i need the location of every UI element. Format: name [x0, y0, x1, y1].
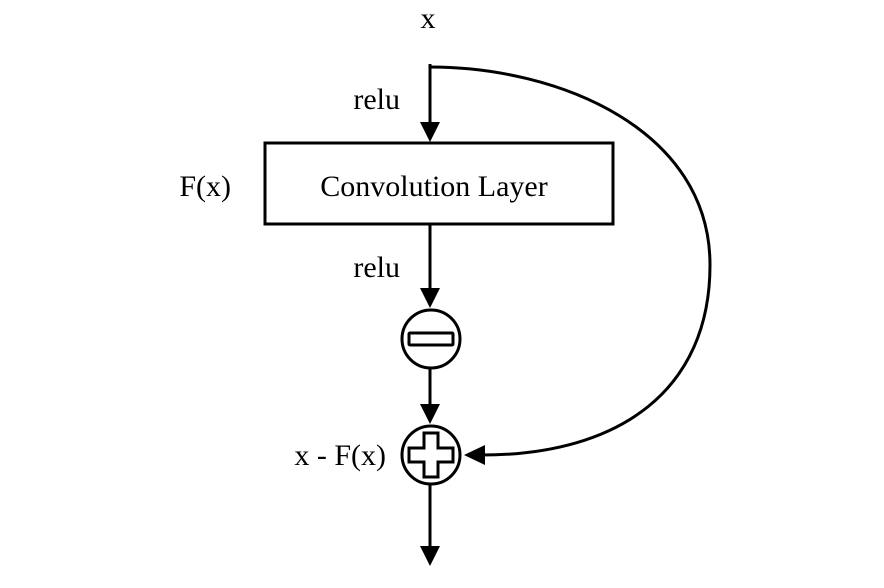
relu-bottom-label: relu: [353, 251, 400, 284]
minus-to-plus-arrowhead: [420, 404, 440, 424]
skip-connection-arrowhead: [464, 445, 485, 465]
fx-label: F(x): [179, 170, 231, 203]
plus-circle-icon: [400, 424, 462, 486]
convolution-layer-box: [263, 141, 615, 226]
convolution-layer-label: Convolution Layer: [320, 170, 547, 203]
skip-connection-curve: [429, 65, 712, 457]
relu-top-label: relu: [353, 83, 400, 116]
minus-circle-icon: [400, 308, 462, 370]
input-arrowhead: [420, 122, 440, 142]
conv-to-minus-arrowhead: [420, 288, 440, 308]
input-label: x: [421, 2, 436, 35]
result-label: x - F(x): [294, 439, 386, 472]
output-arrowhead: [420, 546, 440, 566]
